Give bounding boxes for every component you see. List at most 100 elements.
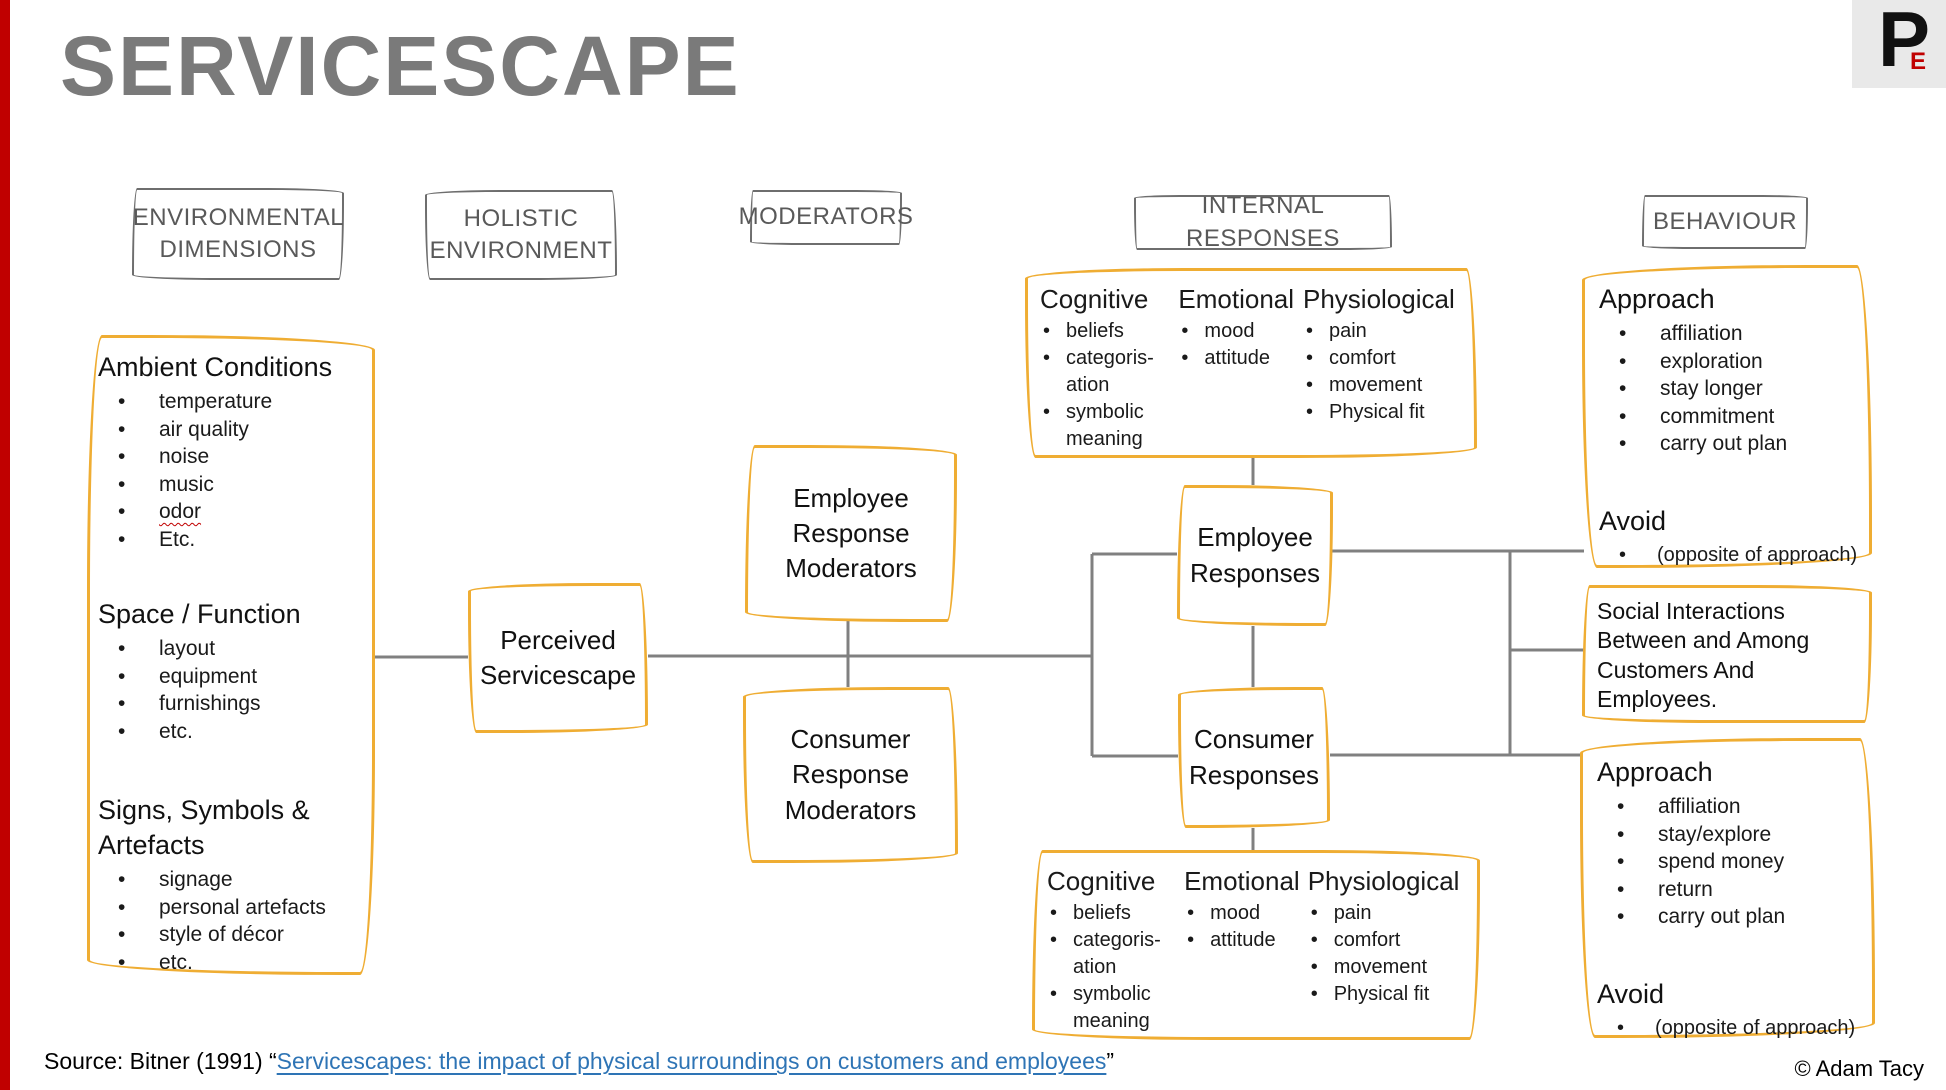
bullet-item: etc. (98, 949, 366, 977)
cognitive-title: Cognitive (1047, 866, 1156, 896)
bullet-item: etc. (98, 718, 366, 746)
physiological-title: Physiological (1307, 866, 1460, 896)
emotional-title: Emotional (1184, 866, 1300, 896)
logo: P E (1852, 0, 1946, 88)
cognitive-column: Cognitive beliefs categoris-ation symbol… (1047, 865, 1176, 1032)
bullet-item: mood (1184, 900, 1300, 927)
bullet-item: movement (1308, 954, 1469, 981)
bullet-item: exploration (1599, 348, 1861, 376)
bullet-item: attitude (1184, 927, 1300, 954)
employee-response-moderators-box: Employee Response Moderators (745, 445, 957, 622)
physiological-column: Physiological pain comfort movement Phys… (1303, 283, 1466, 447)
bullet-item: layout (98, 635, 366, 663)
header-internal-responses: INTERNAL RESPONSES (1134, 192, 1392, 252)
avoid-title: Avoid (1597, 978, 1665, 1009)
approach-title: Approach (1599, 284, 1715, 314)
emotional-list: mood attitude (1178, 318, 1295, 373)
bullet-item: Physical fit (1303, 399, 1466, 426)
bullet-item: symbolic meaning (1040, 399, 1170, 453)
emotional-column: Emotional mood attitude (1184, 865, 1300, 1029)
consumer-response-moderators-box: Consumer Response Moderators (743, 687, 958, 863)
source-line: Source: Bitner (1991) “Servicescapes: th… (44, 1048, 1114, 1075)
header-environmental-dimensions: ENVIRONMENTAL DIMENSIONS (132, 188, 344, 280)
bullet-item: attitude (1178, 345, 1295, 372)
physiological-list: pain comfort movement Physical fit (1303, 318, 1466, 427)
ambient-conditions-title: Ambient Conditions (98, 352, 333, 382)
cognitive-column: Cognitive beliefs categoris-ation symbol… (1040, 283, 1170, 450)
social-interactions-box: Social Interactions Between and Among Cu… (1582, 585, 1872, 723)
bullet-item: furnishings (98, 690, 366, 718)
bullet-item: pain (1303, 318, 1466, 345)
emotional-list: mood attitude (1184, 900, 1300, 955)
avoid-title: Avoid (1599, 505, 1667, 536)
bullet-item: categoris-ation (1047, 927, 1176, 981)
bullet-item: pain (1308, 900, 1469, 927)
logo-letter-p: P (1878, 0, 1931, 83)
source-link[interactable]: Servicescapes: the impact of physical su… (276, 1048, 1107, 1074)
bullet-item: carry out plan (1597, 903, 1864, 931)
physiological-column: Physiological pain comfort movement Phys… (1308, 865, 1469, 1029)
header-moderators: MODERATORS (739, 190, 913, 245)
emotional-title: Emotional (1178, 284, 1295, 314)
signs-symbols-list: signage personal artefacts style of déco… (98, 866, 366, 976)
bullet-item: equipment (98, 663, 366, 691)
left-accent-bar (0, 0, 10, 1090)
bullet-item: temperature (98, 388, 366, 416)
bullet-item: symbolic meaning (1047, 981, 1176, 1035)
bullet-item: Physical fit (1308, 981, 1469, 1008)
approach-list: affiliation exploration stay longer comm… (1599, 320, 1861, 458)
bullet-item: affiliation (1599, 320, 1861, 348)
bullet-item: movement (1303, 372, 1466, 399)
employee-responses-box: Employee Responses (1177, 485, 1333, 626)
bullet-item: stay/explore (1597, 821, 1864, 849)
bullet-item: carry out plan (1599, 430, 1861, 458)
bullet-item: odor (98, 498, 366, 526)
bullet-item: (opposite of approach) (1599, 542, 1861, 568)
bullet-item: commitment (1599, 403, 1861, 431)
bullet-item: categoris-ation (1040, 345, 1170, 399)
bullet-item: mood (1178, 318, 1295, 345)
approach-title: Approach (1597, 757, 1713, 787)
bullet-item: personal artefacts (98, 894, 366, 922)
environmental-dimensions-box: Ambient Conditions temperature air quali… (87, 335, 375, 976)
bullet-item: style of décor (98, 921, 366, 949)
source-prefix: Source: Bitner (1991) “ (44, 1048, 277, 1074)
avoid-list: (opposite of approach) (1597, 1015, 1864, 1041)
copyright: © Adam Tacy (1794, 1056, 1924, 1081)
physiological-title: Physiological (1302, 284, 1455, 314)
bullet-item: (opposite of approach) (1597, 1015, 1864, 1041)
bullet-item: comfort (1308, 927, 1469, 954)
perceived-servicescape-box: Perceived Servicescape (468, 583, 648, 733)
bullet-item: noise (98, 443, 366, 471)
space-function-title: Space / Function (98, 599, 301, 630)
approach-list: affiliation stay/explore spend money ret… (1597, 793, 1864, 931)
consumer-responses-box: Consumer Responses (1178, 687, 1330, 828)
bullet-item: beliefs (1040, 318, 1170, 345)
behaviour-employee-box: Approach affiliation exploration stay lo… (1582, 265, 1872, 568)
logo-letter-e: E (1910, 48, 1927, 75)
bullet-item: music (98, 471, 366, 499)
avoid-list: (opposite of approach) (1599, 542, 1861, 568)
signs-symbols-title: Signs, Symbols & Artefacts (98, 795, 310, 861)
physiological-list: pain comfort movement Physical fit (1308, 900, 1469, 1009)
internal-responses-bottom-box: Cognitive beliefs categoris-ation symbol… (1032, 850, 1480, 1040)
header-holistic-environment: HOLISTIC ENVIRONMENT (425, 190, 617, 280)
bullet-item: affiliation (1597, 793, 1864, 821)
page-title: SERVICESCAPE (60, 19, 741, 113)
source-suffix: ” (1106, 1048, 1115, 1074)
ambient-conditions-list: temperature air quality noise music odor… (98, 388, 366, 553)
internal-responses-top-box: Cognitive beliefs categoris-ation symbol… (1025, 268, 1477, 458)
cognitive-title: Cognitive (1040, 284, 1149, 314)
cognitive-list: beliefs categoris-ation symbolic meaning (1047, 900, 1176, 1036)
bullet-item: Etc. (98, 526, 366, 554)
emotional-column: Emotional mood attitude (1178, 283, 1295, 447)
bullet-item: signage (98, 866, 366, 894)
header-behaviour: BEHAVIOUR (1642, 195, 1808, 249)
space-function-list: layout equipment furnishings etc. (98, 635, 366, 745)
bullet-item: stay longer (1599, 375, 1861, 403)
bullet-item: spend money (1597, 848, 1864, 876)
bullet-item: return (1597, 876, 1864, 904)
bullet-item: beliefs (1047, 900, 1176, 927)
cognitive-list: beliefs categoris-ation symbolic meaning (1040, 318, 1170, 454)
